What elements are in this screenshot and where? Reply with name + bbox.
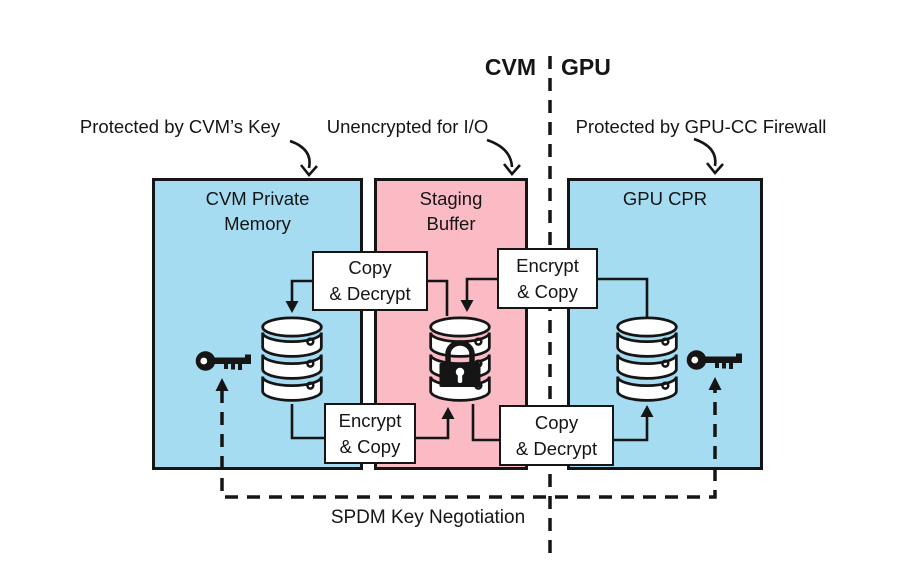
- copy-decrypt-staging-to-cvm-box: Copy & Decrypt: [312, 251, 428, 311]
- copy-decrypt-staging-to-gpu-box: Copy & Decrypt: [499, 405, 614, 466]
- flow-label-line: & Copy: [339, 435, 401, 457]
- io-arrowhead-icon: [502, 163, 521, 177]
- gpu-firewall-arrowhead-icon: [705, 162, 724, 176]
- padlock-icon: [439, 340, 481, 387]
- encrypt-copy-gpu-to-staging-box: Encrypt & Copy: [497, 248, 598, 309]
- spdm-key-negotiation-label: SPDM Key Negotiation: [330, 507, 526, 528]
- cvm-key-arrowhead-icon: [299, 164, 318, 178]
- gpu-domain-label: GPU: [561, 54, 611, 80]
- flow-label-line: & Decrypt: [329, 283, 411, 304]
- io-annotation-arrow: [486, 138, 514, 168]
- cvm-key-icon: [195, 351, 251, 371]
- gpu-database-icon: [616, 316, 678, 402]
- gpu-key-icon: [686, 350, 742, 370]
- cvm-private-memory-title: CVM Private Memory: [205, 188, 310, 234]
- flow-label-line: Copy: [348, 257, 392, 279]
- flow-label-line: Encrypt: [516, 254, 579, 276]
- staging-buffer-title: Staging Buffer: [419, 188, 483, 234]
- annotation-protected-by-cvm-key: Protected by CVM’s Key: [79, 116, 281, 137]
- annotation-unencrypted-for-io: Unencrypted for I/O: [326, 116, 489, 137]
- cvm-domain-label: CVM: [484, 54, 536, 80]
- gpu-firewall-annotation-arrow: [693, 137, 717, 167]
- cvm-database-icon: [261, 316, 323, 402]
- flow-label-line: Encrypt: [338, 409, 402, 431]
- flow-label-line: & Decrypt: [515, 437, 598, 459]
- gpu-cpr-title: GPU CPR: [622, 188, 708, 209]
- encrypt-copy-cvm-to-staging-box: Encrypt & Copy: [324, 403, 416, 464]
- flow-label-line: Copy: [534, 411, 579, 433]
- cvm-key-annotation-arrow: [289, 139, 311, 169]
- annotation-protected-by-gpu-cc-firewall: Protected by GPU-CC Firewall: [575, 116, 827, 137]
- flow-label-line: & Copy: [517, 280, 578, 302]
